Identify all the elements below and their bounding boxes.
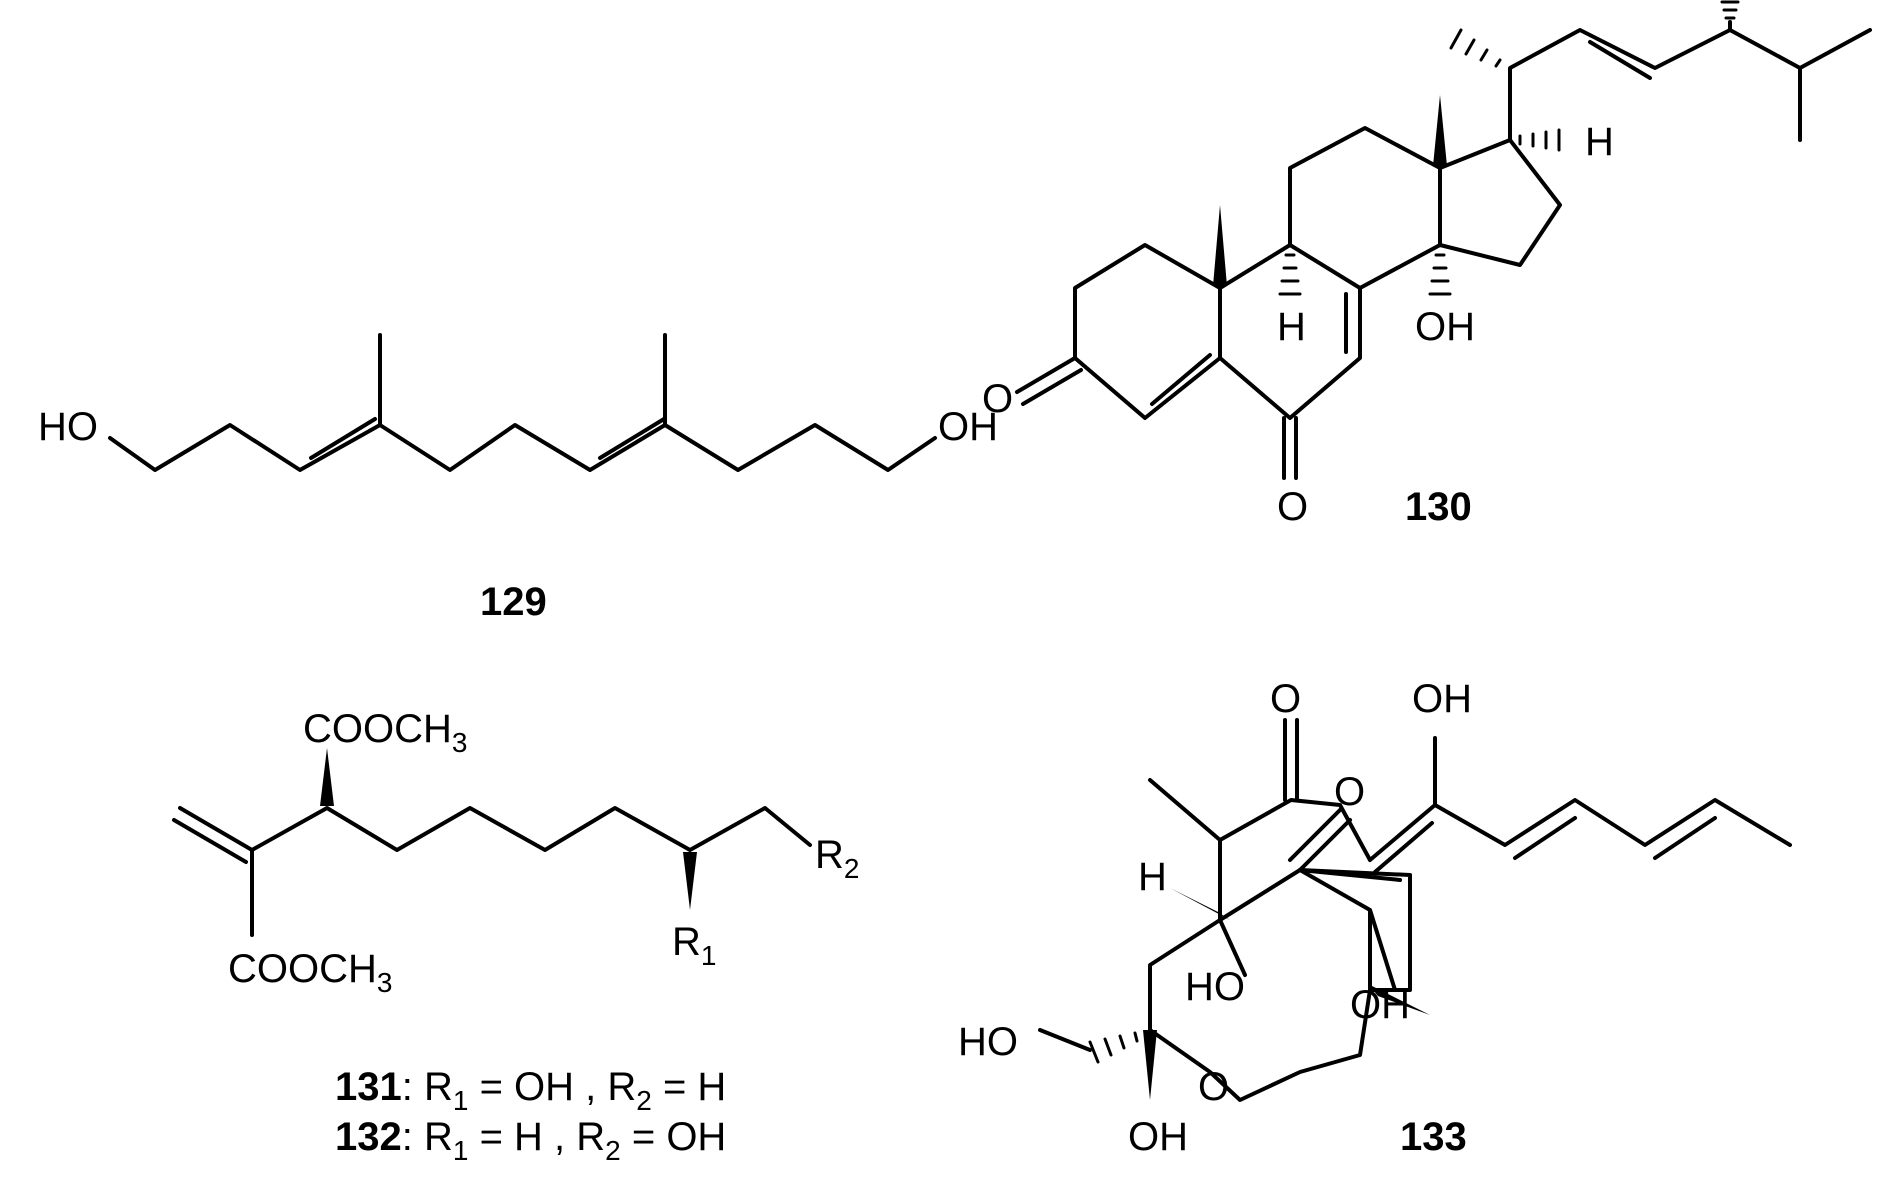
bonds-130-ring-a bbox=[1073, 243, 1222, 420]
bond-131-exo-double-1 bbox=[178, 806, 254, 852]
bond-130-keto-left-1 bbox=[1015, 356, 1077, 394]
structure-131-132: COOCH3 COOCH3 R2 R1 131: R1 = OH , R2 = … bbox=[172, 707, 859, 1166]
wedge-130-methyl-13 bbox=[1433, 95, 1447, 166]
bond-133-cage-5 bbox=[1368, 908, 1397, 992]
atom-label: OH bbox=[1415, 305, 1475, 349]
bond-129-double-1 bbox=[309, 417, 377, 460]
atom-label: H bbox=[1138, 855, 1167, 899]
caption-132: 132: R1 = H , R2 = OH bbox=[335, 1115, 726, 1166]
compound-label: 133 bbox=[1400, 1115, 1467, 1159]
ester-top-text: COOCH bbox=[303, 707, 452, 751]
bond-133-co-2b bbox=[1298, 818, 1352, 872]
bond-129-double-2 bbox=[598, 417, 666, 460]
caption-text: = H , R bbox=[468, 1115, 605, 1159]
bonds-131-chain bbox=[250, 806, 812, 852]
bond-133-co-2a bbox=[1288, 808, 1342, 862]
hash-130-h9 bbox=[1278, 253, 1302, 296]
wedge-133-h bbox=[1170, 888, 1230, 920]
bonds-133-cage-3 bbox=[1298, 868, 1412, 992]
atom-label: R1 bbox=[672, 920, 716, 971]
atom-label: O bbox=[1277, 485, 1308, 529]
hash-130-h17 bbox=[1518, 128, 1561, 152]
bond-130-side-double bbox=[1588, 40, 1652, 80]
atom-label: H bbox=[1277, 305, 1306, 349]
atom-label: HO bbox=[38, 405, 98, 449]
hash-130-methyl-20 bbox=[1449, 28, 1502, 68]
caption-subscript: 1 bbox=[453, 1135, 469, 1166]
r1-text: R bbox=[672, 920, 701, 964]
r1-subscript: 1 bbox=[701, 940, 717, 971]
wedge-131-ester-top bbox=[320, 748, 334, 806]
bond-133-enol-double bbox=[1373, 821, 1434, 874]
atom-label: COOCH3 bbox=[303, 707, 467, 758]
hash-133-ch2oh bbox=[1088, 1031, 1139, 1064]
caption-131-label: 131 bbox=[335, 1065, 402, 1109]
hash-130-oh14 bbox=[1428, 253, 1452, 296]
structure-130: H H OH O O 130 bbox=[982, 0, 1872, 529]
caption-subscript: 2 bbox=[636, 1085, 652, 1116]
compound-label: 130 bbox=[1405, 485, 1472, 529]
atom-label: HO bbox=[958, 1020, 1018, 1064]
ester-top-subscript: 3 bbox=[452, 727, 468, 758]
atom-label: OH bbox=[1128, 1115, 1188, 1159]
bonds-129-chain bbox=[108, 423, 937, 472]
bonds-130-ring-d bbox=[1438, 138, 1562, 267]
caption-text: : R bbox=[402, 1115, 453, 1159]
bond-130-enone-double bbox=[1150, 353, 1212, 406]
bond-133-diene-2 bbox=[1653, 816, 1717, 860]
bonds-130-ring-b bbox=[1218, 243, 1362, 420]
caption-subscript: 1 bbox=[453, 1085, 469, 1116]
caption-132-label: 132 bbox=[335, 1115, 402, 1159]
atom-label: O bbox=[1334, 770, 1365, 814]
atom-label: O bbox=[1198, 1065, 1229, 1109]
wedge-133-oh-mid bbox=[1368, 984, 1430, 1015]
bonds-133-cage-1 bbox=[1148, 778, 1372, 862]
r2-text: R bbox=[815, 833, 844, 877]
hash-130-methyl-24 bbox=[1720, 0, 1740, 20]
bond-133-ch2oh bbox=[1038, 1028, 1092, 1052]
bond-130-keto-left-2 bbox=[1021, 368, 1083, 406]
ester-bottom-text: COOCH bbox=[228, 947, 377, 991]
atom-label: COOCH3 bbox=[228, 947, 392, 998]
caption-subscript: 2 bbox=[605, 1135, 621, 1166]
atom-label: HO bbox=[1185, 965, 1245, 1009]
atom-label: O bbox=[982, 377, 1013, 421]
wedge-130-methyl-10 bbox=[1213, 205, 1227, 286]
ester-bottom-subscript: 3 bbox=[377, 967, 393, 998]
structure-133: O OH O H HO OH HO O OH 133 bbox=[958, 677, 1792, 1159]
atom-label: OH bbox=[1412, 677, 1472, 721]
caption-text: = H bbox=[652, 1065, 726, 1109]
bond-133-cage-4 bbox=[1218, 918, 1247, 977]
r2-subscript: 2 bbox=[844, 853, 860, 884]
compound-label: 129 bbox=[480, 580, 547, 624]
wedge-133-oh-bottom bbox=[1143, 1030, 1157, 1100]
atom-label: R2 bbox=[815, 833, 859, 884]
bond-133-diene-1 bbox=[1513, 816, 1577, 860]
caption-text: = OH bbox=[621, 1115, 727, 1159]
atom-label: OH bbox=[1350, 983, 1410, 1027]
atom-label: OH bbox=[938, 405, 998, 449]
bonds-130-ring-c bbox=[1288, 126, 1442, 290]
bonds-133-side-chain bbox=[1368, 798, 1792, 862]
bonds-130-side-chain bbox=[1508, 28, 1872, 142]
structure-129: HO OH 129 bbox=[38, 333, 998, 624]
atom-label: H bbox=[1585, 120, 1614, 164]
wedge-131-r1 bbox=[683, 852, 697, 910]
caption-131: 131: R1 = OH , R2 = H bbox=[335, 1065, 726, 1116]
bonds-133-cage-2 bbox=[1148, 838, 1372, 1102]
atom-label: O bbox=[1270, 677, 1301, 721]
bond-131-exo-double-2 bbox=[172, 818, 248, 864]
caption-text: = OH , R bbox=[468, 1065, 636, 1109]
bond-133-methyl bbox=[1298, 868, 1402, 882]
caption-text: : R bbox=[402, 1065, 453, 1109]
